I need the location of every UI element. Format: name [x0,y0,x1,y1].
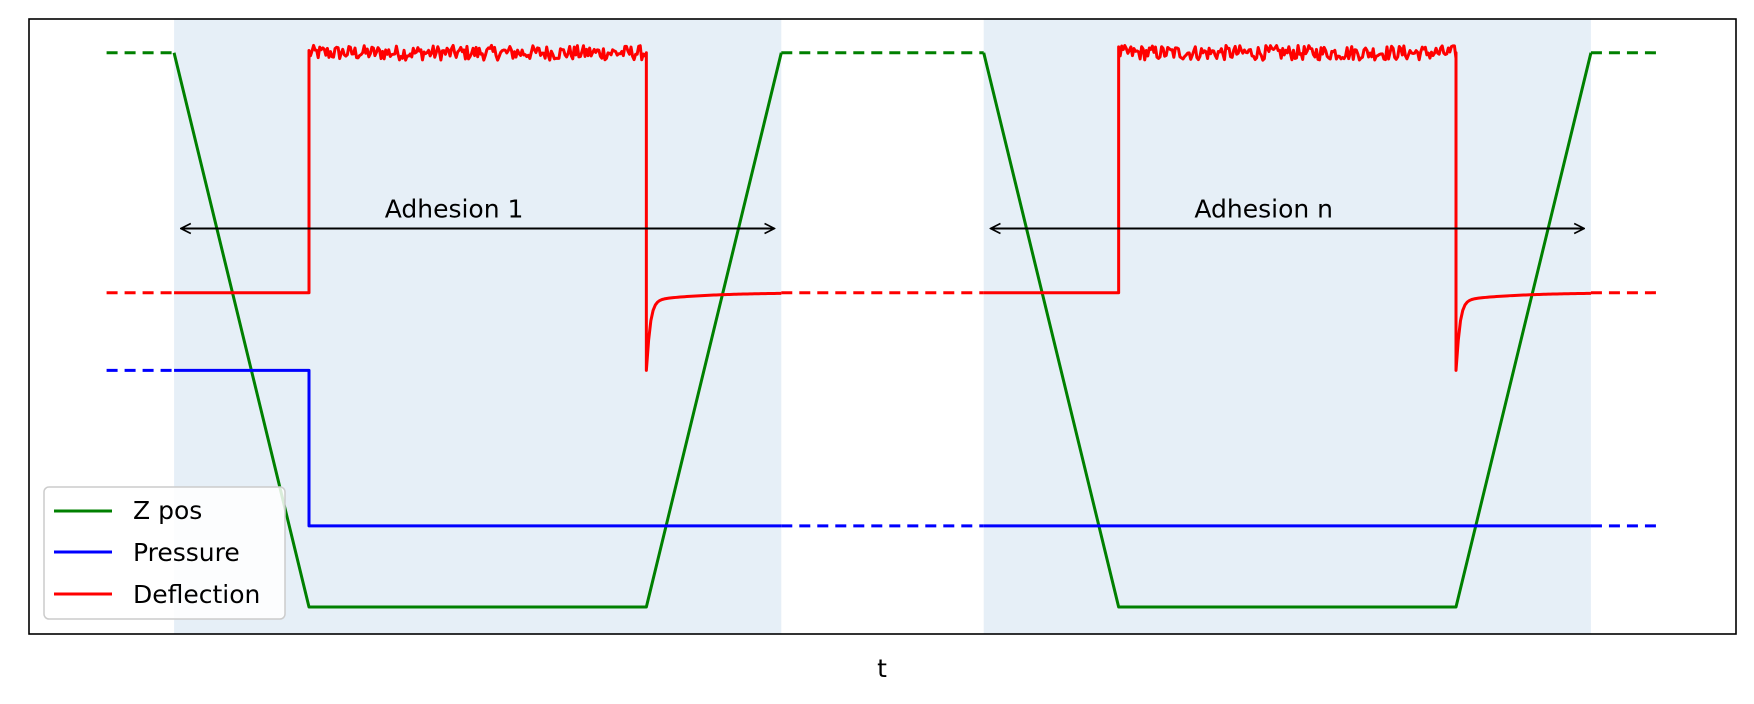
shaded-region-2 [983,19,1591,634]
adhesion-label-1: Adhesion 1 [385,195,524,224]
legend-label-deflection: Deflection [133,580,260,609]
legend: Z pos Pressure Deflection [43,486,286,620]
shaded-regions [174,19,1591,634]
adhesion-label-2: Adhesion n [1194,195,1333,224]
deflection-line-cycle-1 [174,43,782,372]
plot-frame [28,18,1737,635]
z-pos-line-2 [982,52,1593,609]
z-pos-line-1 [172,52,783,609]
x-axis-label: t [877,654,887,683]
legend-label-pressure: Pressure [133,538,240,567]
legend-label-z-pos: Z pos [133,496,202,525]
legend-box [43,486,286,620]
pressure-line-1 [174,368,782,528]
annotations: Adhesion 1 Adhesion n [181,195,1584,229]
deflection-line-cycle-2 [983,43,1591,372]
series-lines [106,43,1659,609]
